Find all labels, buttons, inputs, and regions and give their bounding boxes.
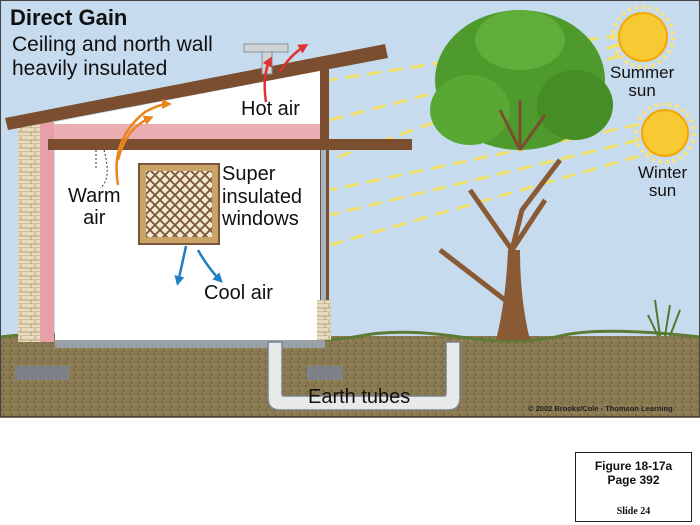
cool-air-label: Cool air	[204, 282, 273, 304]
windows-label: Super insulated windows	[222, 163, 303, 231]
diagram-title: Direct Gain	[10, 5, 128, 30]
south-post-brick	[317, 300, 331, 340]
winter-sun	[634, 102, 696, 164]
hot-air-label: Hot air	[241, 98, 300, 120]
winter-sun-label: Winter sun	[638, 163, 688, 201]
earth-tube	[267, 341, 461, 411]
small-plant	[647, 299, 681, 337]
vent-cord	[95, 149, 108, 189]
diagram-subtitle: Ceiling and north wall heavily insulated	[12, 33, 213, 80]
window-lattice	[146, 171, 212, 237]
north-wall-brick	[18, 122, 40, 342]
earth-tubes-label: Earth tubes	[308, 386, 411, 408]
ceiling-insulation-band	[40, 124, 320, 142]
slide-number: Slide 24	[616, 506, 651, 517]
tree	[430, 10, 613, 340]
north-footing	[15, 366, 69, 380]
ceiling-beam	[48, 139, 412, 150]
diagram-illustration	[0, 0, 700, 418]
figure-number: Figure 18-17a	[594, 459, 673, 473]
roof-vent	[243, 43, 289, 53]
warm-air-arrows	[115, 99, 172, 186]
roof	[5, 44, 388, 130]
north-wall-insulation	[40, 122, 54, 342]
direct-gain-diagram: Direct Gain Ceiling and north wall heavi…	[0, 0, 700, 418]
warm-air-label: Warm air	[68, 185, 121, 229]
summer-sun	[611, 5, 675, 69]
figure-reference: Figure 18-17a Page 392	[576, 459, 691, 488]
floor-slab	[55, 340, 325, 348]
attic-insulation	[40, 70, 325, 140]
south-footing	[307, 366, 343, 380]
cool-air-arrows	[174, 245, 223, 286]
hot-air-arrows	[262, 43, 309, 103]
caption-box: Figure 18-17a Page 392 Slide 24	[575, 452, 692, 522]
copyright-notice: © 2002 Brooks/Cole - Thomson Learning	[528, 404, 673, 413]
summer-sun-label: Summer sun	[610, 63, 675, 101]
page-number: Page 392	[607, 473, 660, 488]
